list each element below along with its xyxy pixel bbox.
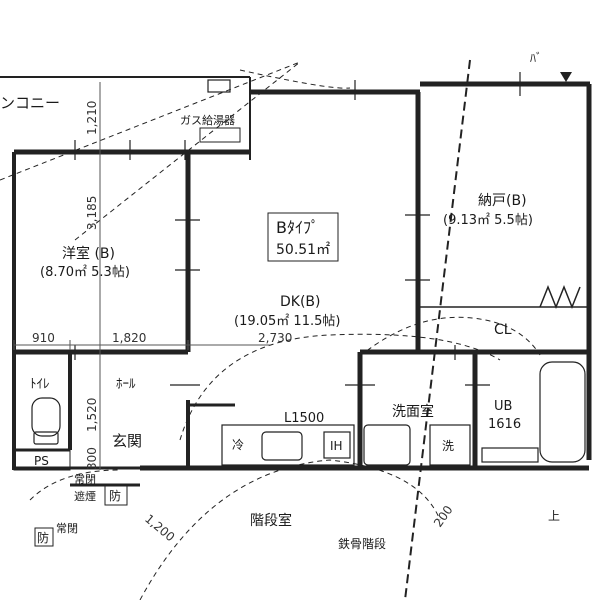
- stairwell-label: 階段室: [250, 512, 292, 529]
- dim-1210: 1,210: [85, 101, 99, 135]
- fire-mark: 防: [109, 488, 121, 503]
- water-heater-label: ガス給湯器: [180, 113, 235, 127]
- dim-1820: 1,820: [112, 331, 146, 345]
- toilet-icon: [31, 397, 61, 445]
- entrance-label: 玄関: [112, 432, 142, 450]
- window-marks: [74, 72, 521, 386]
- door-note-3: 常閉: [56, 522, 78, 535]
- corridor-label: 上: [548, 509, 560, 523]
- type-box: [267, 212, 339, 262]
- bath-name: UB: [494, 399, 512, 414]
- washbasin-icon: [363, 424, 471, 466]
- partial-top-label: ﾊﾞ: [530, 51, 542, 65]
- dim-300: 300: [85, 447, 99, 470]
- dim-1520: 1,520: [85, 398, 99, 432]
- partial-bottom-label: 鉄骨階段: [338, 536, 386, 551]
- dim-200: 200: [431, 503, 456, 530]
- western-area: (8.70㎡ 5.3帖): [40, 265, 130, 280]
- door-note-1: 常閉: [74, 473, 96, 486]
- dk-name: DK(B): [280, 294, 321, 310]
- dk-area: (19.05㎡ 11.5帖): [234, 314, 340, 329]
- arrow-down-icon: [560, 72, 572, 82]
- balcony-label: ンコニー: [0, 94, 60, 112]
- fridge-label: 冷: [232, 438, 244, 452]
- dim-1200: 1,200: [142, 512, 177, 545]
- ps-label: PS: [34, 454, 49, 468]
- water-heater-icon: [199, 127, 241, 143]
- bath-size: 1616: [488, 417, 521, 432]
- storage-area: (9.13㎡ 5.5帖): [443, 213, 533, 228]
- toilet-label: ﾄｲﾚ: [30, 377, 50, 392]
- walls: [0, 76, 592, 487]
- fire-mark-box-2: [34, 527, 54, 547]
- fire-mark-2: 防: [37, 530, 49, 545]
- dim-910: 910: [32, 331, 55, 345]
- room-labels: ンコニー ガス給湯器 ﾊﾞ Bﾀｲﾌﾟ 50.51㎡ 納戸(B) (9.13㎡ …: [0, 51, 560, 551]
- washer-label: 洗: [442, 439, 454, 453]
- storage-name: 納戸(B): [478, 193, 527, 209]
- kitchen-label: L1500: [284, 411, 324, 426]
- fire-mark-box: [104, 484, 128, 506]
- ps-box: [13, 449, 71, 471]
- closet-label: CL: [494, 322, 512, 338]
- door-swing-arcs: [0, 59, 541, 600]
- dimension-lines: [13, 82, 270, 470]
- type-label: Bﾀｲﾌﾟ: [276, 218, 319, 237]
- dim-3185: 3,185: [85, 196, 99, 230]
- western-name: 洋室 (B): [62, 245, 115, 262]
- area-label: 50.51㎡: [276, 242, 330, 258]
- kitchen-counter: [221, 424, 355, 466]
- closet-door-icon: [539, 284, 581, 310]
- ih-label: IH: [330, 439, 343, 453]
- washroom-label: 洗面室: [392, 403, 434, 420]
- hall-label: ﾎｰﾙ: [116, 377, 136, 392]
- dim-2730: 2,730: [258, 331, 292, 345]
- bathtub-icon: [481, 361, 586, 463]
- door-note-2: 遮煙: [74, 489, 96, 503]
